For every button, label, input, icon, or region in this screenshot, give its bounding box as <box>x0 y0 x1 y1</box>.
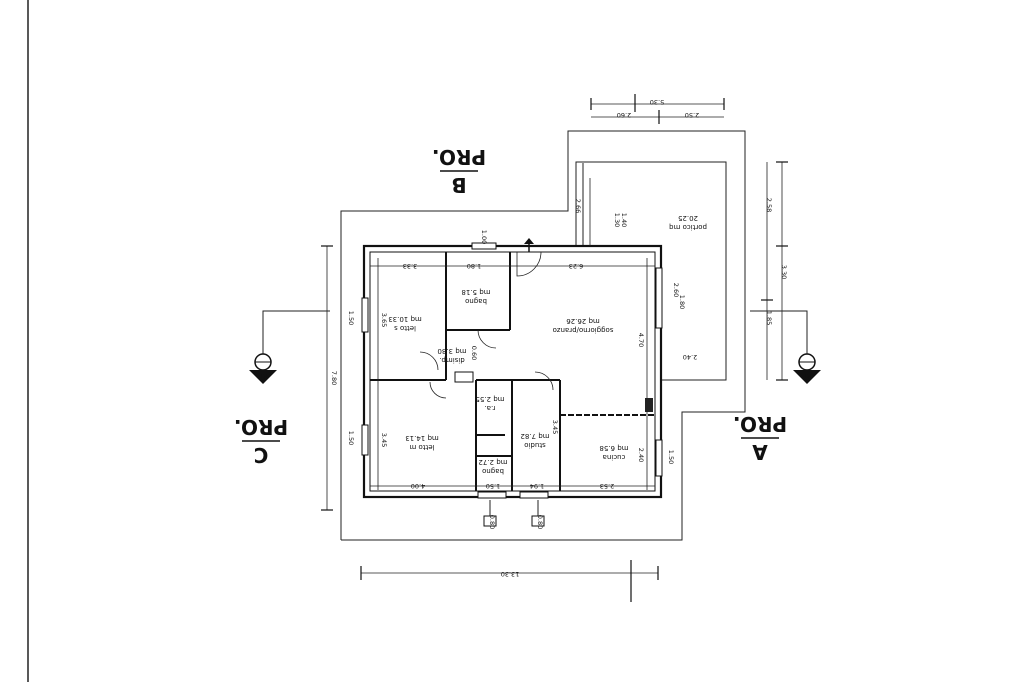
dim-win-b: 1.50 <box>347 431 355 445</box>
room-disimpegno: disimp. mq 3.80 <box>437 347 466 364</box>
dim-win-d: 1.00 <box>480 230 488 244</box>
fixture-box <box>454 371 474 383</box>
section-title-a: A PRO. <box>733 412 787 464</box>
room-portico-area: 20.25 <box>678 214 698 222</box>
dim-portico-c: 1.40 <box>620 213 628 227</box>
room-wc-area: mq 2.55 <box>475 395 504 403</box>
dim-win-g: 0.60 <box>470 346 478 360</box>
dim-soggiorno-h: 4.70 <box>637 333 645 347</box>
entrance-arrow-icon <box>524 238 534 244</box>
section-marker-right <box>750 310 821 384</box>
dim-inner-bottom-b: 1.50 <box>486 482 500 490</box>
room-wc: r.a. mq 2.55 <box>475 395 504 412</box>
marker-right-label: P.E <box>802 372 811 380</box>
site-outline <box>340 130 746 541</box>
dim-inner-top-b: 1.80 <box>467 262 481 270</box>
room-letto-s: letto s mq 10.33 <box>388 315 422 332</box>
room-cucina-name: cucina <box>603 453 626 461</box>
room-cucina-area: mq 6.58 <box>599 444 628 452</box>
room-bagno-1: bagno mq 2.72 <box>478 458 507 475</box>
dim-letto2-h: 3.65 <box>380 313 388 327</box>
dim-inner-bottom-a: 4.00 <box>411 482 425 490</box>
fixture-box-2 <box>645 398 653 412</box>
room-letto-s-area: mq 10.33 <box>388 315 422 323</box>
portico-outline <box>575 161 727 381</box>
section-title-b: B PRO. <box>432 145 486 197</box>
partitions <box>370 252 655 491</box>
room-portico-name: portico mq <box>669 223 707 231</box>
section-a-label: PRO. <box>733 412 787 436</box>
room-soggiorno-name: soggiorno/pranzo <box>553 326 614 334</box>
dim-inner-bottom-c: 1.94 <box>530 482 544 490</box>
dim-studio-h: 3.45 <box>551 420 559 434</box>
room-studio-area: mq 7.82 <box>520 432 549 440</box>
room-letto-m: letto m mq 14.13 <box>405 434 439 451</box>
room-portico: portico mq 20.25 <box>669 214 707 231</box>
dim-win-a: 1.50 <box>347 311 355 325</box>
dim-portico-a: 2.66 <box>574 199 582 213</box>
marker-left-label: P.E <box>258 372 267 380</box>
room-letto-m-area: mq 14.13 <box>405 434 439 442</box>
room-bagno-2-name: bagno <box>465 297 487 305</box>
dim-inner-bottom-d: 2.53 <box>600 482 614 490</box>
dim-top-a: 2.60 <box>617 111 631 119</box>
room-soggiorno-area: mq 26.26 <box>566 317 600 325</box>
room-bagno-1-name: bagno <box>482 467 504 475</box>
dim-inner-top-c: 6.23 <box>569 262 583 270</box>
dim-portico-d: 2.60 <box>672 283 680 297</box>
dim-top-total: 5.30 <box>650 98 664 106</box>
section-c-label: PRO. <box>234 415 288 439</box>
dim-top-b: 2.50 <box>685 111 699 119</box>
room-studio: studio mq 7.82 <box>520 432 549 449</box>
room-disimpegno-area: mq 3.80 <box>437 347 466 355</box>
dim-win-e: 0.80 <box>488 515 496 529</box>
room-letto-s-name: letto s <box>394 324 416 332</box>
dim-left-height: 7.80 <box>330 371 338 385</box>
dim-cucina-h: 2.40 <box>637 448 645 462</box>
room-studio-name: studio <box>524 441 546 449</box>
section-marker-left <box>249 310 330 384</box>
section-b-letter: B <box>451 173 466 197</box>
room-disimpegno-name: disimp. <box>439 356 464 364</box>
room-bagno-2: bagno mq 5.18 <box>461 288 490 305</box>
room-letto-m-name: letto m <box>409 443 434 451</box>
dim-bottom-total: 13.30 <box>501 570 520 578</box>
room-bagno-1-area: mq 2.72 <box>478 458 507 466</box>
dim-portico-f: 2.40 <box>683 353 697 361</box>
dim-win-f: 0.80 <box>536 515 544 529</box>
dim-right-b: 3.30 <box>780 265 788 279</box>
section-title-c: C PRO. <box>234 415 288 467</box>
dim-inner-top-a: 3.33 <box>403 262 417 270</box>
dim-letto1-h: 3.45 <box>380 433 388 447</box>
dimension-lines <box>321 94 788 602</box>
dim-right-a: 2.58 <box>765 198 773 212</box>
room-wc-name: r.a. <box>485 404 496 412</box>
section-a-letter: A <box>752 440 768 464</box>
section-b-label: PRO. <box>432 145 486 169</box>
section-marker-bottom <box>483 500 545 527</box>
dim-portico-e: 1.80 <box>678 295 686 309</box>
door-swings <box>419 251 554 399</box>
section-c-letter: C <box>254 443 269 467</box>
dim-win-c: 1.50 <box>667 450 675 464</box>
room-bagno-2-area: mq 5.18 <box>461 288 490 296</box>
windows <box>361 242 663 499</box>
dim-right-c: 1.85 <box>765 311 773 325</box>
room-cucina: cucina mq 6.58 <box>599 444 628 461</box>
room-soggiorno: soggiorno/pranzo mq 26.26 <box>553 317 614 334</box>
dim-portico-b: 1.30 <box>613 213 621 227</box>
